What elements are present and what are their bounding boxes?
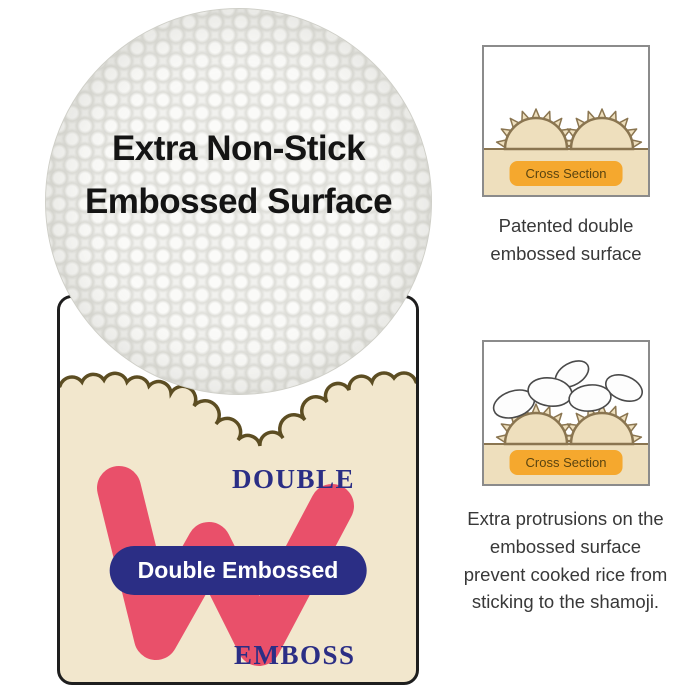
cross-section-tag-top: Cross Section	[509, 161, 623, 186]
headline: Extra Non-Stick Embossed Surface	[84, 129, 393, 221]
embossed-scallop-line	[60, 371, 416, 447]
embossed-texture-circle: Extra Non-Stick Embossed Surface	[45, 8, 432, 395]
embossed-domes	[503, 116, 635, 151]
cross-section-panel-top: Cross Section	[482, 45, 650, 197]
double-embossed-badge: Double Embossed	[109, 546, 367, 595]
cross-section-panel-bottom: Cross Section	[482, 340, 650, 486]
caption-top: Patented double embossed surface	[490, 215, 642, 264]
emboss-label: EMBOSS	[234, 640, 356, 670]
rice-grains	[492, 360, 643, 419]
caption-bottom: Extra protrusions on the embossed surfac…	[463, 508, 668, 613]
double-label: DOUBLE	[232, 464, 356, 494]
embossed-domes	[503, 411, 635, 446]
cross-section-tag-bottom: Cross Section	[509, 450, 623, 475]
